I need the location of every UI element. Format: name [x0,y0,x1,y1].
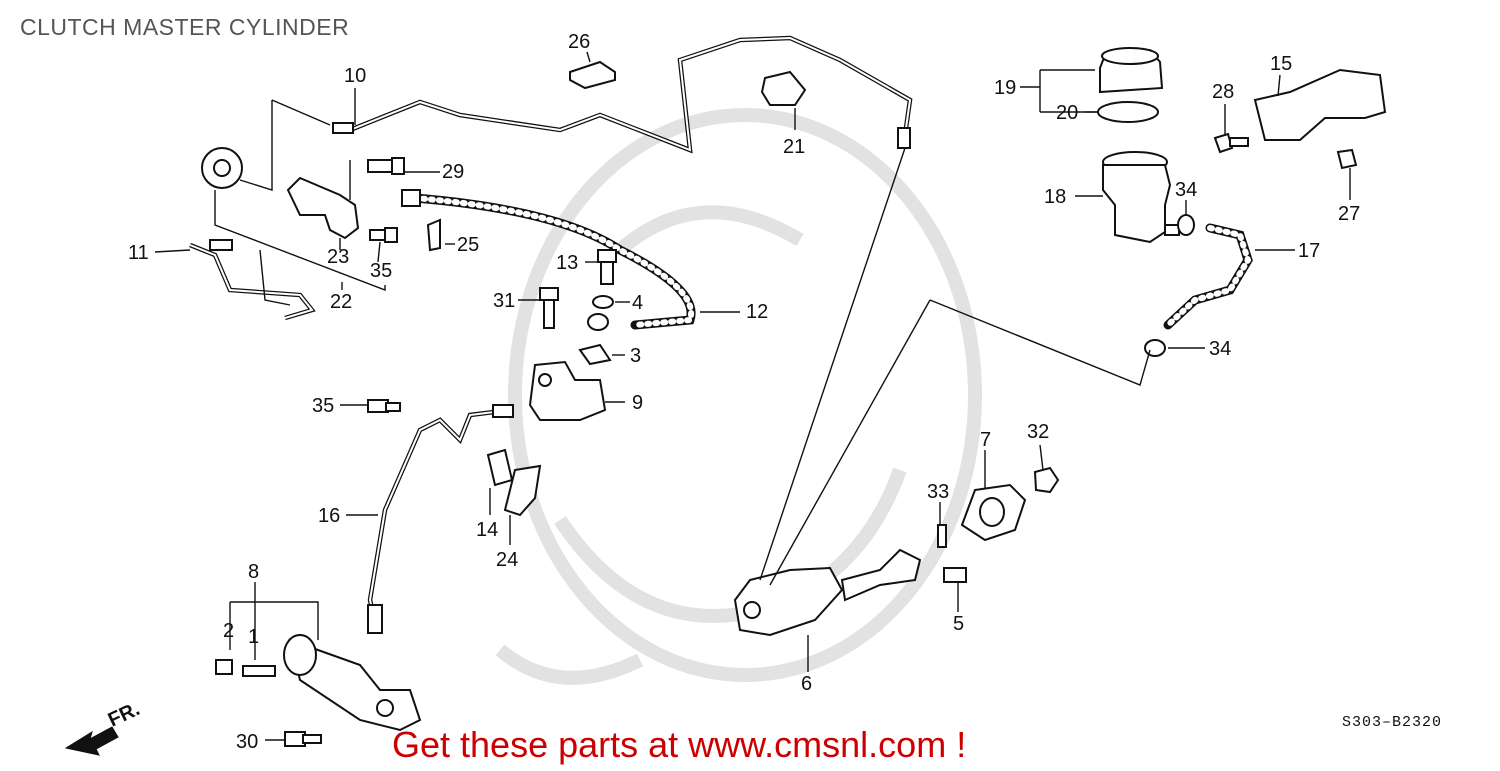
callout-4: 4 [632,292,643,314]
callout-35b: 35 [312,395,334,417]
diagram-title: CLUTCH MASTER CYLINDER [20,14,350,40]
callout-29: 29 [442,161,464,183]
callout-10: 10 [344,65,366,87]
part-1-bleeder[interactable] [242,665,276,677]
part-34-clamp-upper[interactable] [1177,214,1195,236]
part-6-master-cylinder[interactable] [733,548,922,637]
callout-15: 15 [1270,53,1292,75]
callout-23: 23 [327,246,349,268]
leader-lines [214,69,1151,660]
part-30-bolt[interactable] [284,731,322,747]
part-35-bolt-upper[interactable] [369,227,398,243]
callout-14: 14 [476,519,498,541]
front-direction-arrow: FR. [64,698,143,756]
part-18-reservoir[interactable] [1102,151,1180,244]
callout-35a: 35 [370,260,392,282]
callout-34a: 34 [1175,179,1197,201]
callout-25: 25 [457,234,479,256]
part-15-bracket[interactable] [1253,68,1387,141]
part-26-clip[interactable] [569,60,616,90]
callout-12: 12 [746,301,768,323]
callout-19: 19 [994,77,1016,99]
callout-33: 33 [927,481,949,503]
part-19-cap[interactable] [1099,47,1164,94]
callout-26: 26 [568,31,590,53]
callout-16: 16 [318,505,340,527]
callout-32: 32 [1027,421,1049,443]
part-24-bracket[interactable] [503,464,542,517]
part-28-bolt[interactable] [1213,132,1249,154]
callout-2: 2 [223,620,234,642]
callout-27: 27 [1338,203,1360,225]
part-12-hose[interactable] [401,189,696,331]
part-23-bracket[interactable] [286,176,360,240]
part-3-clip[interactable] [578,343,612,366]
direction-label: FR. [105,698,143,732]
callout-34b: 34 [1209,338,1231,360]
part-34-clamp-lower[interactable] [1144,339,1166,357]
part-33-pin[interactable] [937,524,947,548]
part-31-bolt[interactable] [539,287,559,329]
callout-8: 8 [248,561,259,583]
callout-9: 9 [632,392,643,414]
callout-30: 30 [236,731,258,753]
callout-20: 20 [1056,102,1078,124]
part-2-cap[interactable] [215,659,233,675]
part-11-damper-assembly[interactable] [189,147,316,321]
part-20-seal[interactable] [1097,101,1159,123]
callout-22: 22 [330,291,352,313]
callout-28: 28 [1212,81,1234,103]
part-25-clip[interactable] [426,218,441,252]
part-16-pipe[interactable] [367,404,514,634]
part-17-hose[interactable] [1163,223,1253,330]
part-21-clip[interactable] [760,70,807,106]
part-14-bracket[interactable] [486,448,514,487]
clutch-pipe-upper[interactable] [332,35,913,154]
callout-17: 17 [1298,240,1320,262]
callout-5: 5 [953,613,964,635]
callout-18: 18 [1044,186,1066,208]
part-5-pin[interactable] [943,567,967,583]
part-35-bolt-lower[interactable] [367,399,401,413]
callout-31: 31 [493,290,515,312]
callout-13: 13 [556,252,578,274]
callout-3: 3 [630,345,641,367]
callout-21: 21 [783,136,805,158]
callout-1: 1 [248,626,259,648]
callout-6: 6 [801,673,812,695]
part-8-slave-cylinder[interactable] [283,634,422,732]
callout-11: 11 [128,242,149,264]
part-4-washer[interactable] [592,295,614,309]
callout-labels: 10 26 21 29 11 23 35 22 25 13 31 4 12 3 … [128,31,1360,753]
diagram-code: S303–B2320 [1341,714,1442,731]
part-9-joint[interactable] [528,360,607,421]
promo-link[interactable]: Get these parts at www.cmsnl.com ! [392,724,967,765]
part-29-bolt[interactable] [367,157,405,175]
callout-leaders [154,51,1351,741]
callout-24: 24 [496,549,518,571]
callout-7: 7 [980,429,991,451]
part-27-bolt[interactable] [1336,148,1358,170]
part-32-nut[interactable] [1033,466,1060,494]
part-13-bolt[interactable] [597,249,617,285]
part-7-gasket[interactable] [960,483,1027,542]
